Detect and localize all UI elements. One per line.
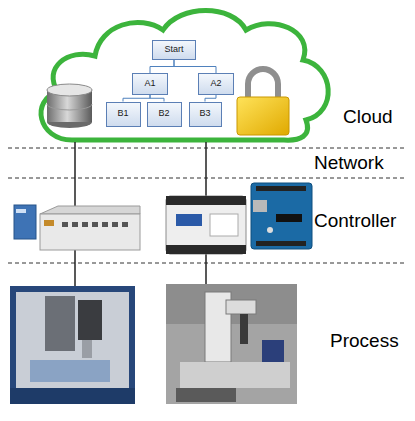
node-text: B3 (199, 109, 210, 119)
layer-label: Process (330, 330, 399, 352)
controller-device (14, 205, 140, 250)
layer-label: Cloud (343, 106, 393, 128)
process-box: B1 (106, 102, 141, 127)
node-text: B1 (117, 109, 128, 119)
tree-connector (174, 60, 216, 73)
cloud-outline (41, 11, 328, 141)
process-box: B2 (147, 102, 182, 127)
microcontroller-board (251, 183, 312, 249)
lock-icon (237, 69, 289, 135)
layer-label: Network (314, 152, 384, 174)
node-text: Start (164, 45, 183, 55)
machine-photo (10, 286, 135, 404)
robot-photo (166, 284, 297, 404)
node-text: B2 (158, 109, 169, 119)
daq-device (166, 196, 246, 254)
node-text: A1 (144, 79, 155, 89)
node-text: A2 (210, 79, 221, 89)
process-box: B3 (189, 102, 222, 127)
process-box: A1 (132, 73, 168, 95)
process-box: A2 (198, 73, 234, 95)
tree-connector (150, 60, 174, 73)
database-icon (47, 84, 92, 128)
layer-label: Controller (314, 210, 396, 232)
process-box: Start (152, 40, 196, 60)
